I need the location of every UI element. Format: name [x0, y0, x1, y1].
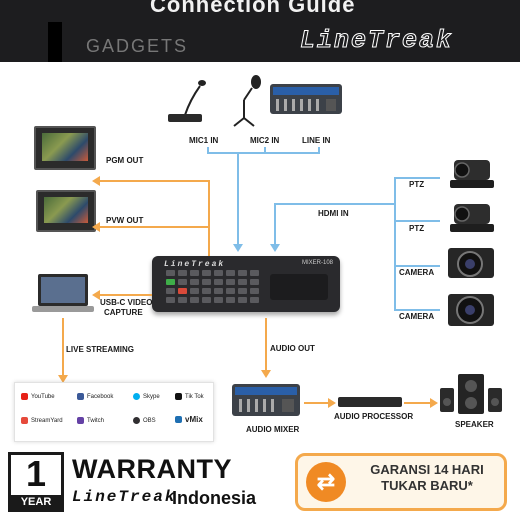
camera-label: CAMERA: [399, 268, 435, 277]
garansi-text: GARANSI 14 HARI TUKAR BARU*: [352, 462, 502, 494]
service-item: Facebook: [77, 393, 113, 400]
facebook-icon: [77, 393, 84, 400]
connector-line: [100, 294, 152, 296]
garansi-badge: ⇄ GARANSI 14 HARI TUKAR BARU*: [295, 453, 507, 511]
header-banner: Connection Guide GADGETS LineTreak: [0, 0, 520, 62]
speaker-label: SPEAKER: [455, 420, 494, 429]
connector-line: [62, 318, 64, 376]
audio-mixer-icon: [232, 384, 300, 416]
garansi-line2: TUKAR BARU*: [381, 478, 473, 493]
switcher-brand: LineTreak: [164, 260, 226, 269]
skype-icon: [133, 393, 140, 400]
line-mixer-icon: [270, 84, 342, 114]
audio-mixer-label: AUDIO MIXER: [246, 425, 300, 434]
connector-line: [100, 226, 210, 228]
connector-line: [404, 402, 430, 404]
connector-line: [274, 203, 276, 245]
connector-line: [394, 177, 440, 179]
arrow-right-icon: [430, 398, 438, 408]
switcher-model: MIXER-108: [302, 260, 334, 266]
obs-icon: [133, 417, 140, 424]
speaker-icon: [440, 374, 502, 414]
connector-line: [208, 180, 210, 256]
streamyard-icon: [21, 417, 28, 424]
exchange-icon: ⇄: [306, 462, 346, 502]
camera-devices: [448, 160, 494, 326]
service-item: vMix: [175, 415, 203, 424]
pvw-monitor: [36, 190, 96, 232]
connector-line: [264, 147, 266, 153]
camera-label: PTZ: [409, 180, 425, 189]
mic2-label: MIC2 IN: [250, 136, 280, 145]
connector-line: [304, 402, 328, 404]
connector-line: [237, 152, 239, 244]
connector-line: [207, 152, 320, 154]
connector-line: [318, 147, 320, 153]
connector-line: [394, 309, 440, 311]
arrow-down-icon: [261, 370, 271, 378]
streaming-services-panel: YouTube Facebook Skype Tik Tok StreamYar…: [14, 382, 214, 442]
connector-line: [100, 180, 210, 182]
gooseneck-mic-icon: [168, 80, 206, 122]
audio-out-label: AUDIO OUT: [270, 344, 315, 353]
footer-country: Indonesia: [172, 488, 257, 508]
usbc-label-line2: CAPTURE: [104, 308, 143, 317]
mic1-label: MIC1 IN: [189, 136, 219, 145]
year-text: YEAR: [11, 495, 61, 509]
ptz-camera-icon: [450, 160, 494, 188]
pgm-out-label: PGM OUT: [106, 156, 144, 165]
camera-icon: [448, 248, 494, 278]
service-item: Tik Tok: [175, 393, 204, 400]
video-switcher: LineTreak MIXER-108: [152, 256, 340, 312]
store-logo-text: GADGETS: [86, 36, 189, 56]
footer-brand: LineTreak: [72, 488, 177, 506]
camera-label: PTZ: [409, 224, 425, 233]
connector-line: [394, 177, 396, 311]
laptop-icon: [32, 274, 94, 312]
arrow-down-icon: [58, 375, 68, 383]
switcher-control-panel: [270, 274, 328, 300]
audio-processor-icon: [338, 397, 402, 407]
arrow-left-icon: [92, 176, 100, 186]
service-item: YouTube: [21, 393, 55, 400]
arrow-down-icon: [233, 244, 243, 252]
switcher-buttons: [166, 270, 259, 303]
service-item: StreamYard: [21, 417, 63, 424]
brand-logo: LineTreak: [299, 26, 454, 56]
stand-mic-icon: [233, 75, 261, 127]
ptz-camera-icon: [450, 204, 494, 232]
twitch-icon: [77, 417, 84, 424]
service-item: OBS: [133, 417, 156, 424]
connector-line: [274, 203, 396, 205]
arrow-down-icon: [270, 244, 280, 252]
connector-line: [265, 318, 267, 370]
line-in-label: LINE IN: [302, 136, 331, 145]
audio-input-devices: [168, 75, 342, 127]
year-number: 1: [25, 453, 47, 494]
hdmi-in-label: HDMI IN: [318, 209, 349, 218]
service-item: Skype: [133, 393, 160, 400]
camera-icon: [448, 294, 494, 326]
live-streaming-label: LIVE STREAMING: [66, 345, 135, 354]
service-item: Twitch: [77, 417, 104, 424]
youtube-icon: [21, 393, 28, 400]
garansi-line1: GARANSI 14 HARI: [370, 462, 484, 477]
connector-line: [207, 147, 209, 153]
usbc-label-line1: USB-C VIDEO: [100, 298, 153, 307]
pvw-out-label: PVW OUT: [106, 216, 144, 225]
vmix-icon: [175, 416, 182, 423]
audio-processor-label: AUDIO PROCESSOR: [334, 412, 414, 421]
connector-line: [394, 265, 440, 267]
connector-line: [394, 220, 440, 222]
camera-label: CAMERA: [399, 312, 435, 321]
store-logo-mark: [48, 22, 62, 62]
warranty-year-badge: 1 YEAR: [8, 452, 64, 512]
tiktok-icon: [175, 393, 182, 400]
arrow-left-icon: [92, 222, 100, 232]
pgm-monitor: [34, 126, 96, 170]
warranty-heading: WARRANTY: [72, 454, 232, 484]
page-title: Connection Guide: [150, 0, 356, 17]
arrow-left-icon: [92, 290, 100, 300]
arrow-right-icon: [328, 398, 336, 408]
